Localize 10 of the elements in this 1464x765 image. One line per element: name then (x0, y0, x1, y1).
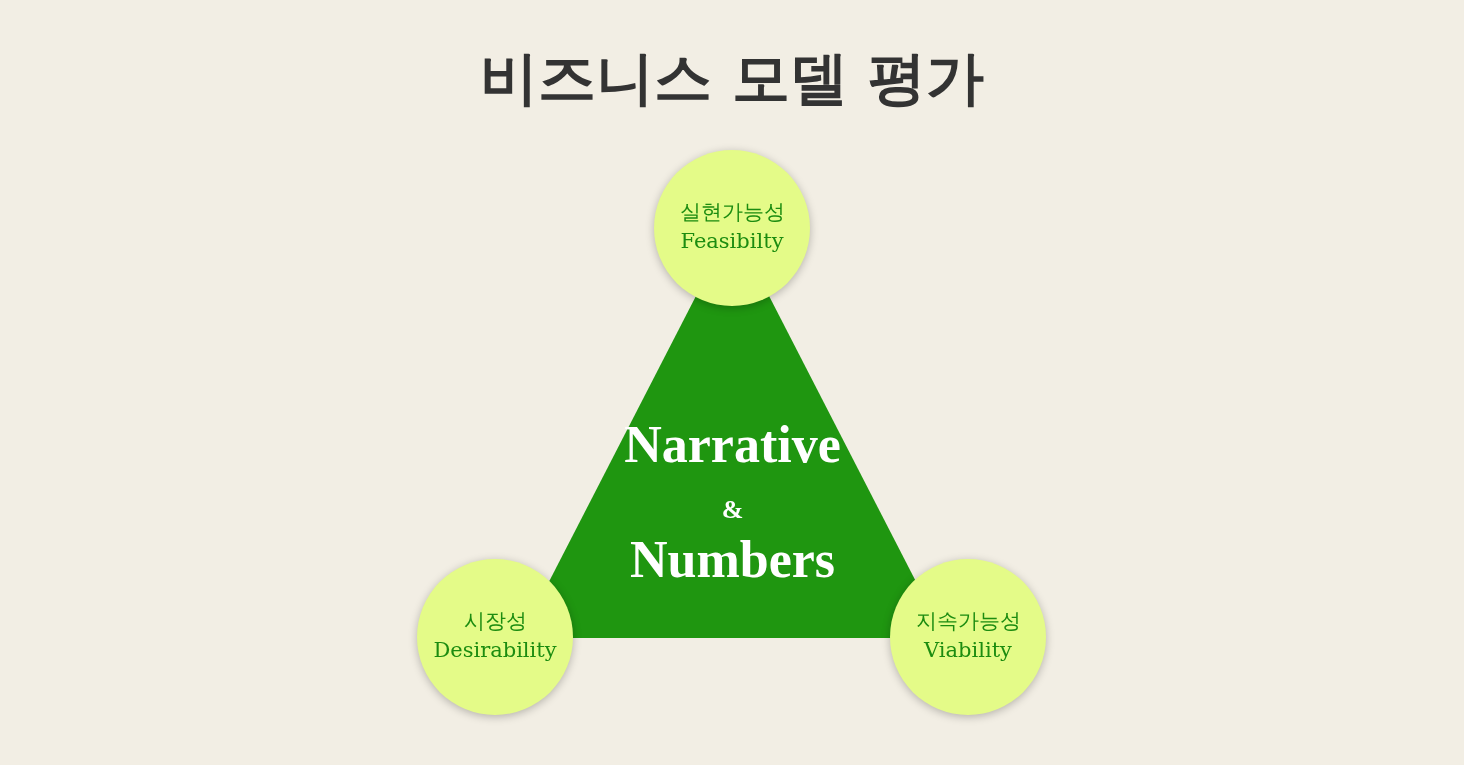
ampersand: & (721, 495, 744, 525)
center-label: Narrative (624, 415, 841, 474)
title: 비즈니스 모델 평가 (479, 43, 985, 114)
english-label: Viability (924, 637, 1012, 665)
center-label: Numbers (629, 530, 836, 589)
korean-label: 시장성 (463, 608, 527, 636)
korean-label: 실현가능성 (679, 199, 785, 227)
korean-label: 지속가능성 (915, 608, 1021, 636)
english-label: Desirability (433, 637, 557, 665)
english-label: Feasibilty (680, 228, 784, 256)
